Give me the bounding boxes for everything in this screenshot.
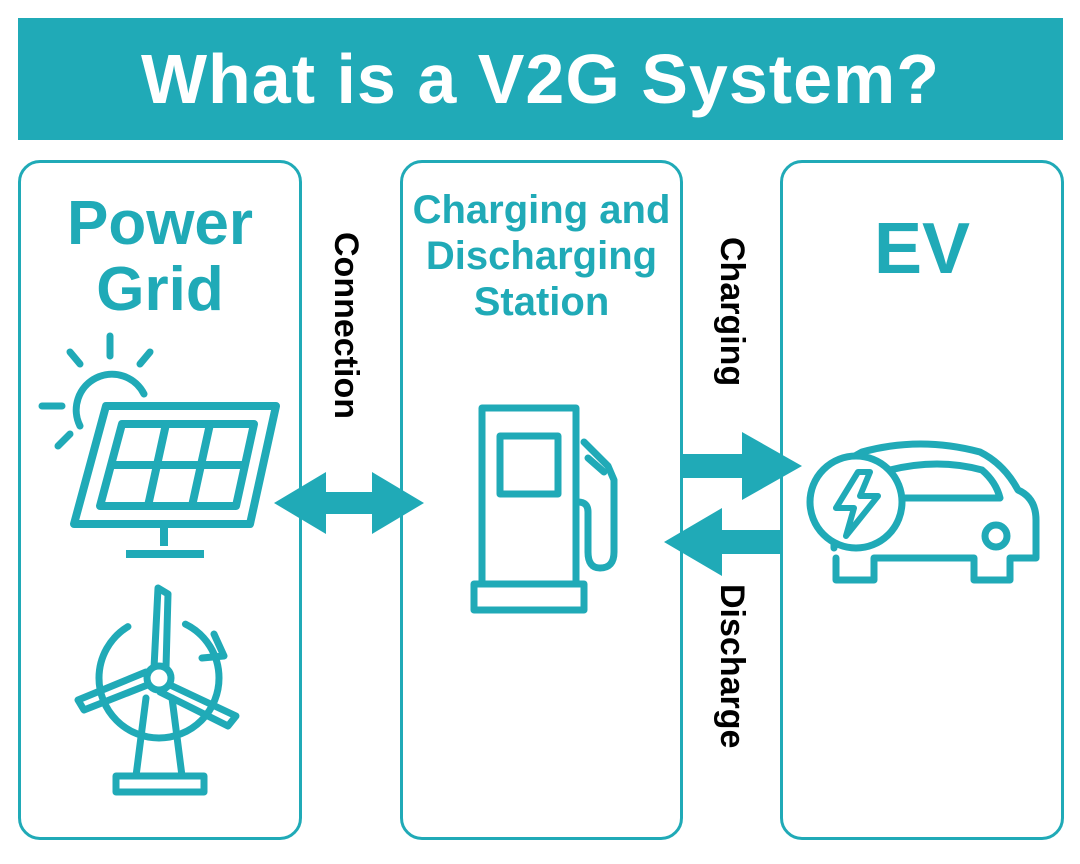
connection-label: Connection	[327, 232, 365, 419]
fuel-pump-icon	[470, 404, 618, 614]
solar-panel-icon	[70, 402, 280, 558]
car-icon	[806, 440, 1040, 584]
charging-label: Charging	[713, 237, 751, 387]
station-panel: Charging and Discharging Station	[400, 160, 683, 840]
wind-turbine-icon	[74, 584, 240, 796]
lightning-circle	[806, 452, 906, 552]
lightning-bolt-icon	[833, 469, 881, 539]
power-grid-heading: Power Grid	[66, 189, 254, 324]
discharge-arrow	[664, 508, 782, 576]
ev-heading: EV	[873, 209, 971, 289]
connection-arrow	[274, 472, 424, 534]
title-banner: What is a V2G System?	[18, 18, 1063, 140]
page-title: What is a V2G System?	[140, 40, 941, 118]
discharge-label: Discharge	[713, 584, 751, 749]
station-heading: Charging and Discharging Station	[412, 188, 671, 324]
charging-arrow	[682, 432, 802, 500]
sun-icon	[38, 332, 154, 450]
